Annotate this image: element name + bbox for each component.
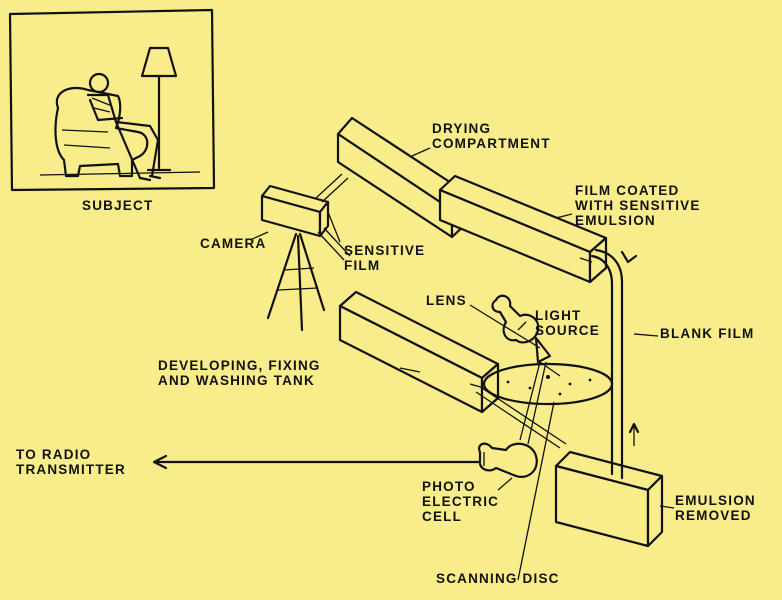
film-coated-box <box>438 174 608 284</box>
label-subject: SUBJECT <box>82 198 154 213</box>
label-emulsion-removed: EMULSION REMOVED <box>675 493 756 523</box>
label-film-coated: FILM COATED WITH SENSITIVE EMULSION <box>575 183 701 228</box>
subject-picture <box>8 8 216 192</box>
label-lens: LENS <box>426 293 467 308</box>
up-arrowhead <box>628 422 640 434</box>
label-drying-compartment: DRYING COMPARTMENT <box>432 121 551 151</box>
light-beam <box>519 361 561 445</box>
radio-arrowhead <box>152 454 168 470</box>
label-to-radio-transmitter: TO RADIO TRANSMITTER <box>16 447 126 477</box>
blank-film-pipe <box>590 248 638 480</box>
label-blank-film: BLANK FILM <box>660 326 755 341</box>
developing-tank-box <box>338 290 500 414</box>
scanning-disc <box>482 362 614 406</box>
leader-lines <box>249 147 675 581</box>
label-sensitive-film: SENSITIVE FILM <box>344 243 426 273</box>
label-camera: CAMERA <box>200 236 267 251</box>
label-photo-electric-cell: PHOTO ELECTRIC CELL <box>422 479 500 524</box>
label-developing-tank: DEVELOPING, FIXING AND WASHING TANK <box>158 358 321 388</box>
emulsion-removed-box <box>554 450 664 548</box>
photo-electric-cell <box>478 442 538 478</box>
light-source-bulb <box>491 294 540 344</box>
camera <box>260 173 351 332</box>
label-light-source: LIGHT SOURCE <box>535 308 600 338</box>
label-scanning-disc: SCANNING DISC <box>436 571 560 586</box>
lens-shape <box>534 336 552 364</box>
